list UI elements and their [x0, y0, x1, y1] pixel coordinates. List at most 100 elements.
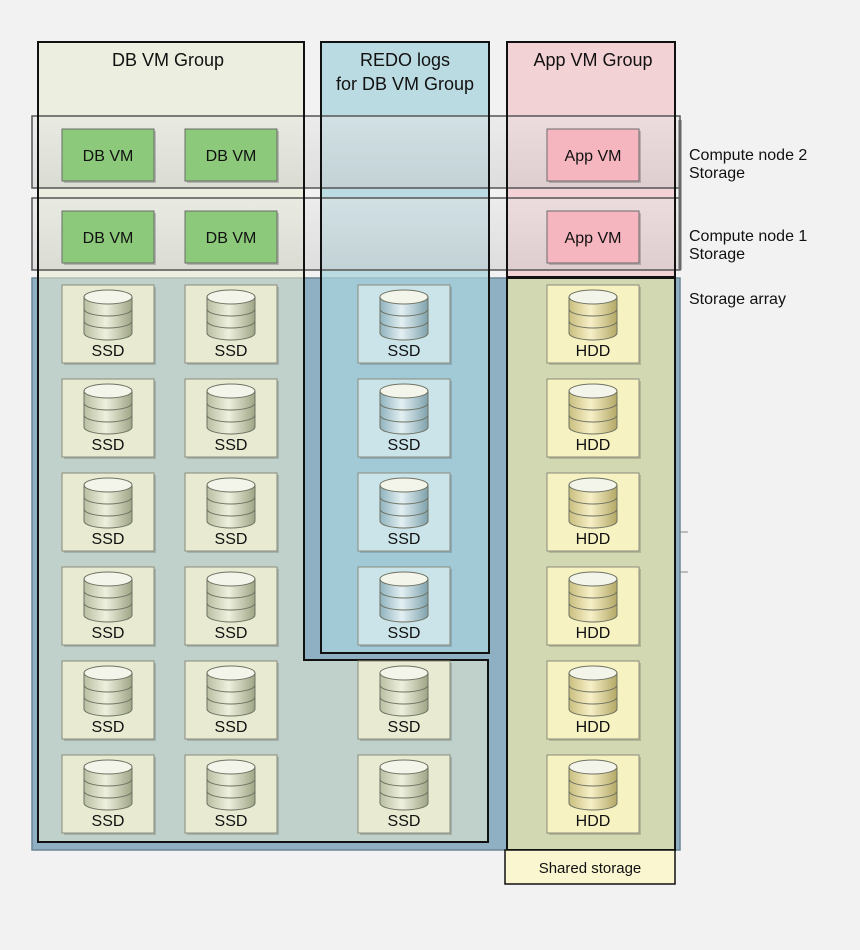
db-vm-node2-b-label: DB VM — [206, 148, 257, 165]
redo-ssd-r1: SSD — [357, 284, 452, 365]
disk-cylinder-icon — [568, 665, 618, 717]
db-vm-node2-b: DB VM — [184, 128, 279, 183]
redo-group-outline — [320, 41, 490, 654]
disk-cylinder-icon — [568, 759, 618, 811]
disk-cylinder-icon — [568, 477, 618, 529]
disk-label: SSD — [92, 437, 125, 454]
db-ssd-r1-c2: SSD — [184, 284, 279, 365]
db-ssd-r6-c3: SSD — [357, 754, 452, 835]
disk-label: SSD — [215, 813, 248, 830]
disk-label: SSD — [388, 625, 421, 642]
db-ssd-r3-c1: SSD — [61, 472, 156, 553]
db-vm-node1-a-label: DB VM — [83, 230, 134, 247]
disk-label: HDD — [576, 719, 611, 736]
redo-ssd-r2: SSD — [357, 378, 452, 459]
disk-cylinder-icon — [568, 289, 618, 341]
db-ssd-r5-c3: SSD — [357, 660, 452, 741]
disk-label: HDD — [576, 437, 611, 454]
disk-label: SSD — [215, 531, 248, 548]
disk-label: SSD — [92, 813, 125, 830]
db-vm-node1-b-label: DB VM — [206, 230, 257, 247]
db-ssd-r5-c2: SSD — [184, 660, 279, 741]
disk-label: SSD — [388, 437, 421, 454]
redo-group-title-line2: for DB VM Group — [336, 74, 474, 94]
disk-cylinder-icon — [206, 477, 256, 529]
db-ssd-r2-c2: SSD — [184, 378, 279, 459]
disk-cylinder-icon — [379, 571, 429, 623]
db-vm-node2-a: DB VM — [61, 128, 156, 183]
disk-cylinder-icon — [83, 477, 133, 529]
shared-storage-label: Shared storage — [539, 860, 642, 877]
db-ssd-r6-c1: SSD — [61, 754, 156, 835]
db-ssd-r5-c1: SSD — [61, 660, 156, 741]
db-ssd-r2-c1: SSD — [61, 378, 156, 459]
shared-storage-box — [504, 849, 676, 885]
db-vm-node2-a-label: DB VM — [83, 148, 134, 165]
disk-label: SSD — [388, 343, 421, 360]
disk-label: SSD — [388, 719, 421, 736]
app-hdd-r1: HDD — [546, 284, 641, 365]
disk-layer: SSD SSD SSD HDD SSD SSD SSD HDD SSD SSD SSD HDD SSD S… — [61, 284, 641, 835]
disk-label: SSD — [215, 625, 248, 642]
db-vm-node1-a: DB VM — [61, 210, 156, 265]
compute-node-2-storage-label: Storage — [689, 165, 745, 182]
db-ssd-r3-c2: SSD — [184, 472, 279, 553]
disk-label: SSD — [388, 531, 421, 548]
app-hdd-r3: HDD — [546, 472, 641, 553]
disk-label: SSD — [92, 531, 125, 548]
disk-cylinder-icon — [83, 383, 133, 435]
vm-layer: DB VM DB VM App VM DB VM DB VM App VM — [61, 128, 641, 265]
db-ssd-r1-c1: SSD — [61, 284, 156, 365]
disk-cylinder-icon — [206, 289, 256, 341]
disk-cylinder-icon — [379, 289, 429, 341]
app-hdd-r5: HDD — [546, 660, 641, 741]
db-ssd-r4-c2: SSD — [184, 566, 279, 647]
disk-cylinder-icon — [83, 665, 133, 717]
compute-node-1-storage-label: Storage — [689, 246, 745, 263]
db-ssd-r6-c2: SSD — [184, 754, 279, 835]
disk-cylinder-icon — [379, 477, 429, 529]
app-hdd-r4: HDD — [546, 566, 641, 647]
disk-label: SSD — [215, 437, 248, 454]
disk-label: HDD — [576, 531, 611, 548]
disk-cylinder-icon — [568, 571, 618, 623]
db-vm-node1-b: DB VM — [184, 210, 279, 265]
disk-label: SSD — [215, 719, 248, 736]
disk-cylinder-icon — [206, 571, 256, 623]
disk-cylinder-icon — [206, 383, 256, 435]
disk-cylinder-icon — [83, 571, 133, 623]
storage-array-label: Storage array — [689, 291, 786, 308]
redo-group-title-line1: REDO logs — [360, 50, 450, 70]
disk-cylinder-icon — [568, 383, 618, 435]
app-vm-node1: App VM — [546, 210, 641, 265]
disk-cylinder-icon — [379, 759, 429, 811]
redo-ssd-r4: SSD — [357, 566, 452, 647]
db-ssd-r4-c1: SSD — [61, 566, 156, 647]
disk-label: HDD — [576, 625, 611, 642]
app-hdd-r2: HDD — [546, 378, 641, 459]
db-vm-group-title: DB VM Group — [112, 50, 224, 70]
disk-label: SSD — [92, 625, 125, 642]
disk-label: SSD — [388, 813, 421, 830]
redo-ssd-r3: SSD — [357, 472, 452, 553]
db-vm-group-outline — [37, 41, 489, 843]
disk-label: HDD — [576, 813, 611, 830]
app-vm-node2: App VM — [546, 128, 641, 183]
disk-label: HDD — [576, 343, 611, 360]
disk-label: SSD — [92, 343, 125, 360]
disk-cylinder-icon — [379, 665, 429, 717]
disk-label: SSD — [92, 719, 125, 736]
disk-cylinder-icon — [206, 759, 256, 811]
app-vm-group-title: App VM Group — [533, 50, 652, 70]
disk-cylinder-icon — [83, 759, 133, 811]
app-hdd-r6: HDD — [546, 754, 641, 835]
app-vm-node2-label: App VM — [565, 148, 622, 165]
compute-node-2-label: Compute node 2 — [689, 147, 807, 164]
app-vm-node1-label: App VM — [565, 230, 622, 247]
compute-node-1-label: Compute node 1 — [689, 228, 807, 245]
disk-cylinder-icon — [206, 665, 256, 717]
disk-label: SSD — [215, 343, 248, 360]
disk-cylinder-icon — [379, 383, 429, 435]
disk-cylinder-icon — [83, 289, 133, 341]
